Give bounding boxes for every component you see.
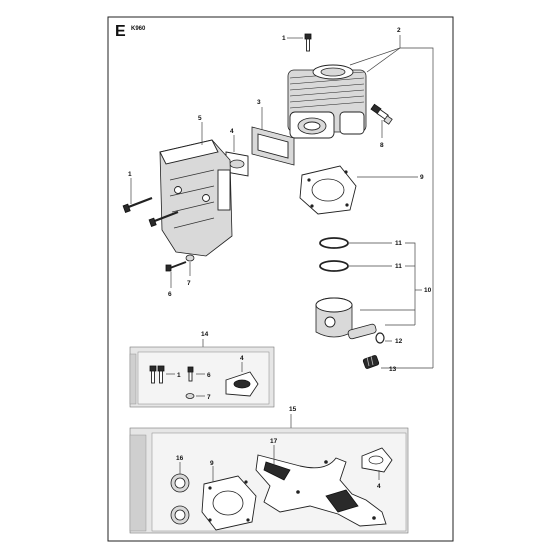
kit15-callout-9: 9 — [210, 460, 214, 467]
callout-6: 6 — [168, 291, 172, 298]
cylinder-gasket-part[interactable] — [299, 165, 357, 215]
circlip-part[interactable] — [375, 332, 385, 344]
callout-2: 2 — [397, 27, 401, 34]
piston-ring-part[interactable] — [319, 237, 349, 249]
gasket-kit-14-panel[interactable] — [129, 346, 275, 408]
callout-11-b: 11 — [395, 263, 402, 270]
kit15-cylinder-gasket-part — [201, 475, 257, 531]
kit15-small-gasket-part — [361, 447, 393, 473]
kit15-oil-seal-part — [170, 473, 190, 525]
callout-11-a: 11 — [395, 240, 402, 247]
piston-part[interactable] — [315, 297, 353, 338]
callout-12: 12 — [395, 338, 403, 345]
callout-15: 15 — [289, 406, 297, 413]
callout-13: 13 — [389, 366, 397, 373]
gasket-kit-15-panel[interactable] — [129, 427, 409, 534]
callout-1-left: 1 — [128, 171, 132, 178]
muffler-part[interactable] — [159, 139, 233, 257]
callout-7: 7 — [187, 280, 191, 287]
kit14-screw-part — [149, 365, 165, 384]
piston-pin-part[interactable] — [347, 323, 377, 340]
kit14-bolt-part — [187, 366, 194, 382]
bolt-part[interactable] — [165, 261, 187, 272]
kit14-callout-4: 4 — [240, 355, 244, 362]
kit14-gasket-part — [225, 371, 259, 397]
callout-4: 4 — [230, 128, 234, 135]
screw-part[interactable] — [304, 33, 312, 52]
callout-14: 14 — [201, 331, 209, 338]
piston-ring-part[interactable] — [319, 260, 349, 272]
kit14-callout-7: 7 — [207, 394, 211, 401]
kit14-callout-1: 1 — [177, 372, 181, 379]
kit14-callout-6: 6 — [207, 372, 211, 379]
callout-3: 3 — [257, 99, 261, 106]
muffler-gasket-part[interactable] — [225, 151, 249, 177]
callout-1-top: 1 — [282, 35, 286, 42]
callout-10: 10 — [424, 287, 432, 294]
callout-8: 8 — [380, 142, 384, 149]
muffler-screw-part[interactable] — [122, 196, 179, 227]
kit14-washer-part — [185, 393, 195, 399]
washer-part[interactable] — [185, 254, 195, 262]
decompression-valve-part[interactable] — [370, 103, 393, 125]
kit15-crankcase-gasket-part — [255, 454, 387, 527]
model-label: K960 — [131, 26, 146, 32]
kit15-callout-4: 4 — [377, 483, 381, 490]
kit15-callout-17: 17 — [270, 438, 278, 445]
callout-5: 5 — [198, 115, 202, 122]
needle-bearing-part[interactable] — [362, 355, 380, 369]
section-letter: E — [115, 23, 126, 40]
intake-flange-part[interactable] — [251, 126, 295, 166]
callout-9: 9 — [420, 174, 424, 181]
kit15-callout-16: 16 — [176, 455, 184, 462]
cylinder-part[interactable] — [287, 64, 367, 139]
